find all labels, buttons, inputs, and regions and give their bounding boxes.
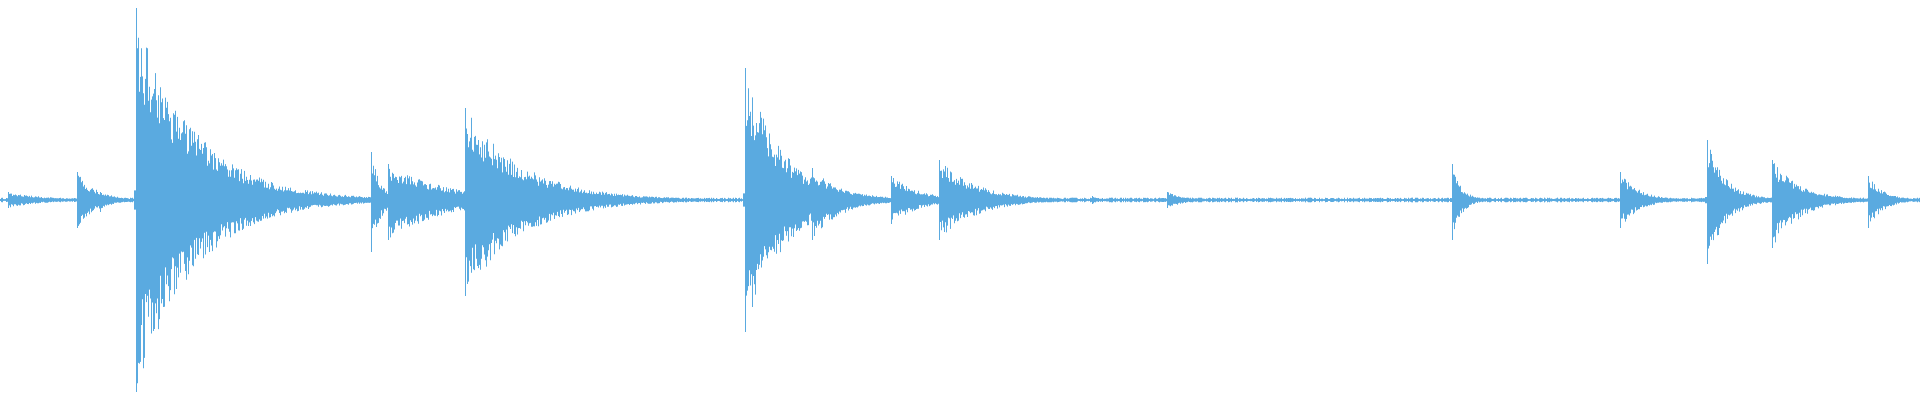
waveform-peaks	[0, 8, 1920, 392]
